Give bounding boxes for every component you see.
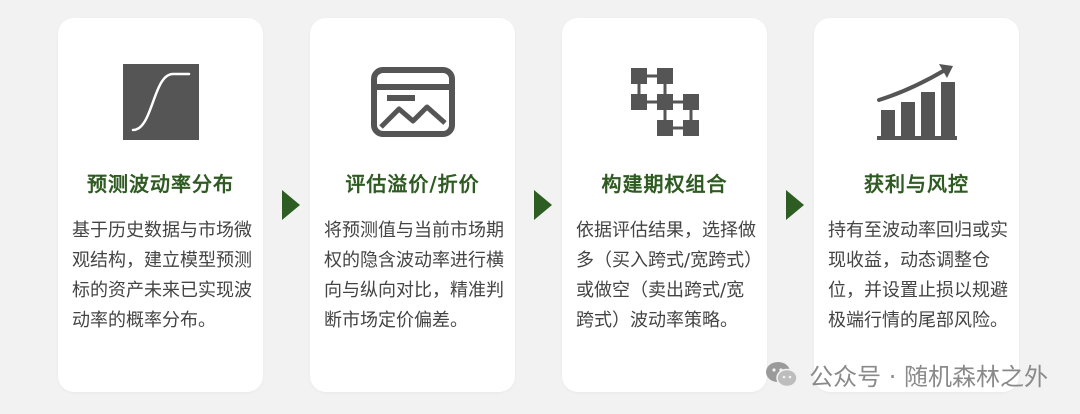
- arrow-right-icon: [534, 190, 552, 220]
- watermark: 公众号 · 随机森林之外: [765, 357, 1048, 392]
- step-title: 构建期权组合: [601, 172, 728, 196]
- step-card-4: 获利与风控 持有至波动率回归或实现收益，动态调整仓位，并设置止损以规避极端行情的…: [814, 18, 1019, 392]
- step-description: 依据评估结果，选择做多（买入跨式/宽跨式）或做空（卖出跨式/宽跨式）波动率策略。: [576, 220, 756, 331]
- wechat-icon: [765, 361, 799, 389]
- step-card-3: 构建期权组合 依据评估结果，选择做多（买入跨式/宽跨式）或做空（卖出跨式/宽跨式…: [562, 18, 767, 392]
- step-description: 基于历史数据与市场微观结构，建立模型预测标的资产未来已实现波动率的概率分布。: [72, 220, 252, 331]
- s-curve-icon: [119, 60, 203, 144]
- watermark-text: 公众号 · 随机森林之外: [809, 363, 1048, 391]
- rising-bars-icon: [875, 60, 959, 144]
- step-card-1: 预测波动率分布 基于历史数据与市场微观结构，建立模型预测标的资产未来已实现波动率…: [58, 18, 263, 392]
- image-window-icon: [370, 60, 455, 144]
- step-title: 预测波动率分布: [87, 172, 234, 196]
- arrow-right-icon: [282, 190, 300, 220]
- network-nodes-icon: [623, 60, 707, 144]
- step-title: 评估溢价/折价: [345, 172, 480, 196]
- step-card-2: 评估溢价/折价 将预测值与当前市场期权的隐含波动率进行横向与纵向对比，精准判断市…: [310, 18, 515, 392]
- step-description: 将预测值与当前市场期权的隐含波动率进行横向与纵向对比，精准判断市场定价偏差。: [324, 220, 504, 331]
- step-title: 获利与风控: [864, 172, 969, 196]
- arrow-right-icon: [786, 190, 804, 220]
- step-description: 持有至波动率回归或实现收益，动态调整仓位，并设置止损以规避极端行情的尾部风险。: [828, 220, 1008, 331]
